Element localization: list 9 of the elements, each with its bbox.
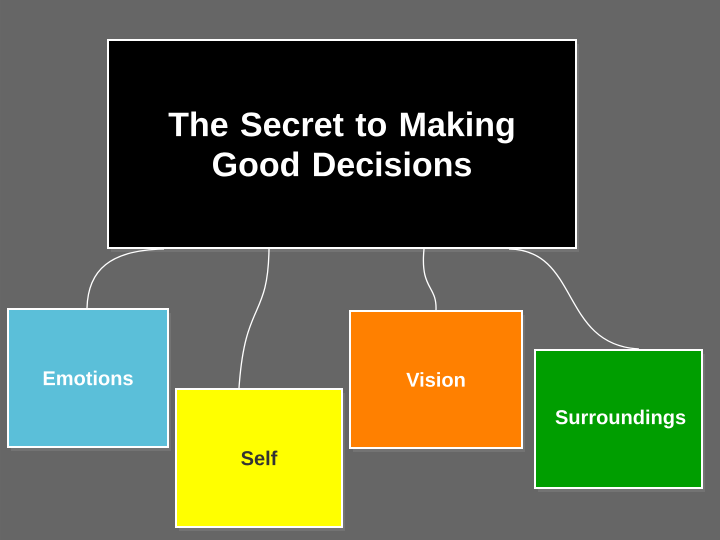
connector	[86, 248, 164, 308]
title-box: The Secret to Making Good Decisions	[107, 39, 577, 249]
topic-box: Emotions	[7, 308, 169, 448]
connector	[238, 248, 270, 388]
topic-box: Self	[175, 388, 343, 528]
connector	[422, 248, 437, 310]
topic-box: Vision	[349, 310, 523, 449]
connector	[508, 248, 640, 350]
topic-box: Surroundings	[534, 348, 703, 489]
